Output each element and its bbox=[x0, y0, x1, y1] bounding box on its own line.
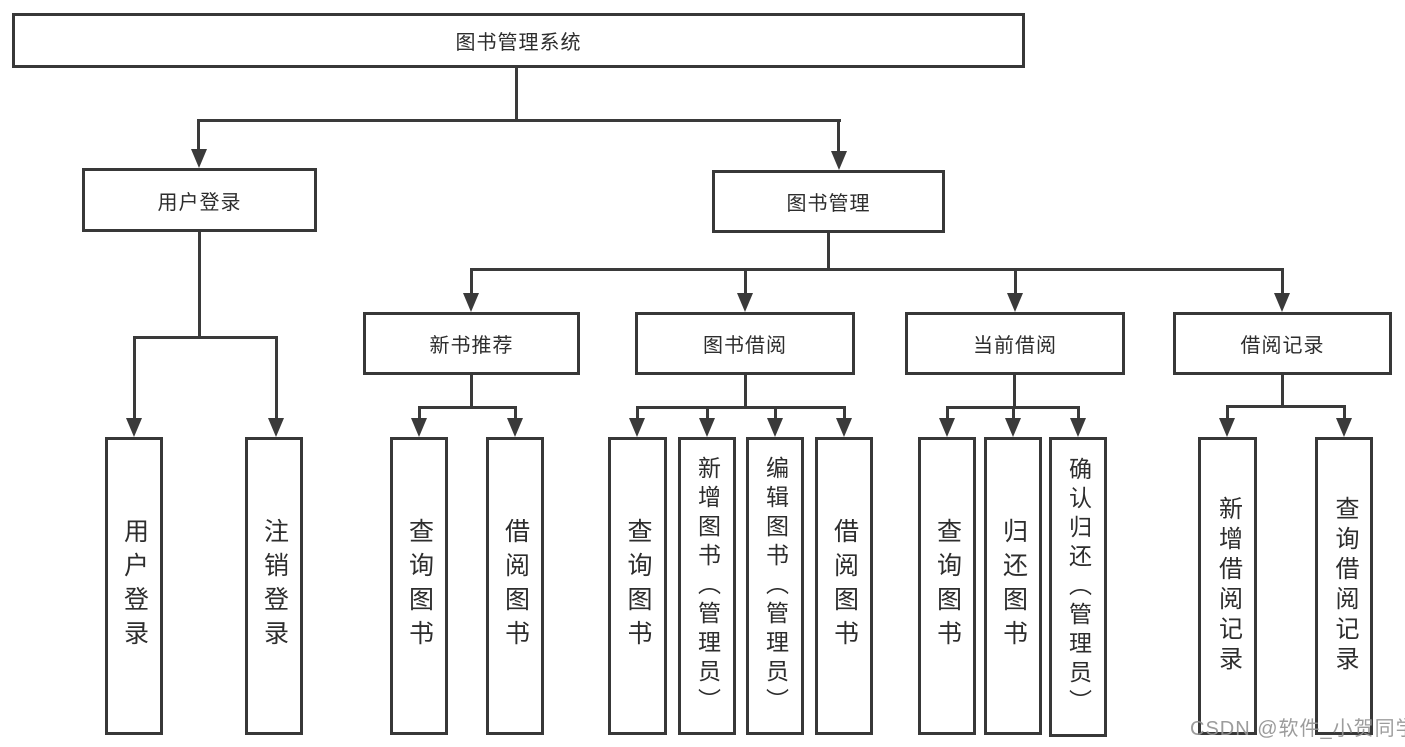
connector-line bbox=[197, 119, 841, 122]
node-label: 借阅记录 bbox=[1240, 335, 1325, 357]
node-current-borrowing: 当前借阅 bbox=[905, 312, 1125, 375]
node-label: 图书管理 bbox=[786, 193, 871, 215]
arrow-down-icon bbox=[191, 149, 207, 168]
arrow-down-icon bbox=[507, 418, 523, 437]
connector-line bbox=[133, 336, 136, 420]
leaf-borrow-books-borrowing: 借阅图书 bbox=[815, 437, 873, 735]
node-book-borrowing: 图书借阅 bbox=[635, 312, 855, 375]
node-label: 借阅图书 bbox=[830, 518, 859, 654]
connector-line bbox=[827, 233, 830, 271]
connector-line bbox=[275, 336, 278, 420]
node-label: 编辑图书（管理员） bbox=[762, 455, 789, 717]
node-label: 用户登录 bbox=[120, 518, 149, 654]
leaf-add-borrow-record: 新增借阅记录 bbox=[1198, 437, 1257, 735]
arrow-down-icon bbox=[1070, 418, 1086, 437]
arrow-down-icon bbox=[737, 293, 753, 312]
node-label: 查询图书 bbox=[624, 518, 652, 654]
node-label: 注销登录 bbox=[260, 518, 289, 654]
arrow-down-icon bbox=[629, 418, 645, 437]
arrow-down-icon bbox=[1007, 293, 1023, 312]
connector-line bbox=[514, 406, 517, 420]
connector-line bbox=[837, 119, 840, 153]
leaf-add-books-admin: 新增图书（管理员） bbox=[678, 437, 736, 735]
node-label: 用户登录 bbox=[157, 191, 242, 214]
arrow-down-icon bbox=[126, 418, 142, 437]
connector-line bbox=[1012, 406, 1015, 420]
node-label: 当前借阅 bbox=[973, 335, 1057, 357]
csdn-watermark: CSDN @软件_小贺同学 bbox=[1190, 718, 1405, 740]
arrow-down-icon bbox=[939, 418, 955, 437]
connector-line bbox=[1226, 405, 1229, 420]
arrow-down-icon bbox=[268, 418, 284, 437]
node-book-management: 图书管理 bbox=[712, 170, 945, 233]
connector-line bbox=[774, 406, 777, 420]
node-label: 新增借阅记录 bbox=[1214, 496, 1242, 676]
node-label: 图书管理系统 bbox=[455, 32, 582, 54]
node-label: 查询图书 bbox=[405, 518, 434, 654]
node-borrowing-records: 借阅记录 bbox=[1173, 312, 1392, 375]
node-new-book-recommendation: 新书推荐 bbox=[363, 312, 580, 375]
arrow-down-icon bbox=[836, 418, 852, 437]
node-label: 确认归还（管理员） bbox=[1065, 456, 1092, 718]
arrow-down-icon bbox=[831, 151, 847, 170]
connector-line bbox=[1013, 375, 1016, 409]
connector-line bbox=[418, 406, 517, 409]
connector-line bbox=[1226, 405, 1346, 408]
connector-line bbox=[1014, 268, 1017, 295]
arrow-down-icon bbox=[463, 293, 479, 312]
leaf-confirm-return-admin: 确认归还（管理员） bbox=[1049, 437, 1107, 737]
arrow-down-icon bbox=[699, 418, 715, 437]
node-label: 图书借阅 bbox=[703, 335, 787, 357]
connector-line bbox=[1281, 268, 1284, 295]
connector-line bbox=[515, 68, 518, 122]
leaf-query-books-borrowing: 查询图书 bbox=[608, 437, 667, 735]
connector-line bbox=[470, 268, 1284, 271]
connector-line bbox=[470, 268, 473, 295]
connector-line bbox=[843, 406, 846, 420]
connector-line bbox=[636, 406, 846, 409]
connector-line bbox=[197, 119, 200, 151]
node-library-management-system: 图书管理系统 bbox=[12, 13, 1025, 68]
leaf-return-books: 归还图书 bbox=[984, 437, 1042, 735]
leaf-borrow-books-recommend: 借阅图书 bbox=[486, 437, 544, 735]
connector-line bbox=[744, 268, 747, 295]
connector-line bbox=[198, 232, 201, 339]
node-label: 新增图书（管理员） bbox=[694, 455, 721, 717]
connector-line bbox=[1077, 406, 1080, 420]
node-label: 借阅图书 bbox=[501, 518, 530, 654]
connector-line bbox=[706, 406, 709, 420]
arrow-down-icon bbox=[1336, 418, 1352, 437]
arrow-down-icon bbox=[1219, 418, 1235, 437]
leaf-query-borrow-record: 查询借阅记录 bbox=[1315, 437, 1373, 735]
arrow-down-icon bbox=[1005, 418, 1021, 437]
leaf-user-login: 用户登录 bbox=[105, 437, 163, 735]
leaf-query-books-recommend: 查询图书 bbox=[390, 437, 448, 735]
connector-line bbox=[1281, 375, 1284, 408]
arrow-down-icon bbox=[1274, 293, 1290, 312]
node-label: 查询图书 bbox=[933, 518, 962, 654]
connector-line bbox=[1343, 405, 1346, 420]
connector-line bbox=[418, 406, 421, 420]
leaf-logout: 注销登录 bbox=[245, 437, 303, 735]
connector-line bbox=[636, 406, 639, 420]
arrow-down-icon bbox=[767, 418, 783, 437]
node-label: 新书推荐 bbox=[429, 335, 514, 357]
connector-line bbox=[744, 375, 747, 409]
leaf-edit-books-admin: 编辑图书（管理员） bbox=[746, 437, 804, 735]
node-label: 查询借阅记录 bbox=[1331, 496, 1358, 676]
node-user-login: 用户登录 bbox=[82, 168, 317, 232]
node-label: 归还图书 bbox=[999, 518, 1028, 654]
leaf-query-books-current: 查询图书 bbox=[918, 437, 976, 735]
connector-line bbox=[133, 336, 278, 339]
connector-line bbox=[470, 375, 473, 409]
arrow-down-icon bbox=[411, 418, 427, 437]
connector-line bbox=[946, 406, 949, 420]
